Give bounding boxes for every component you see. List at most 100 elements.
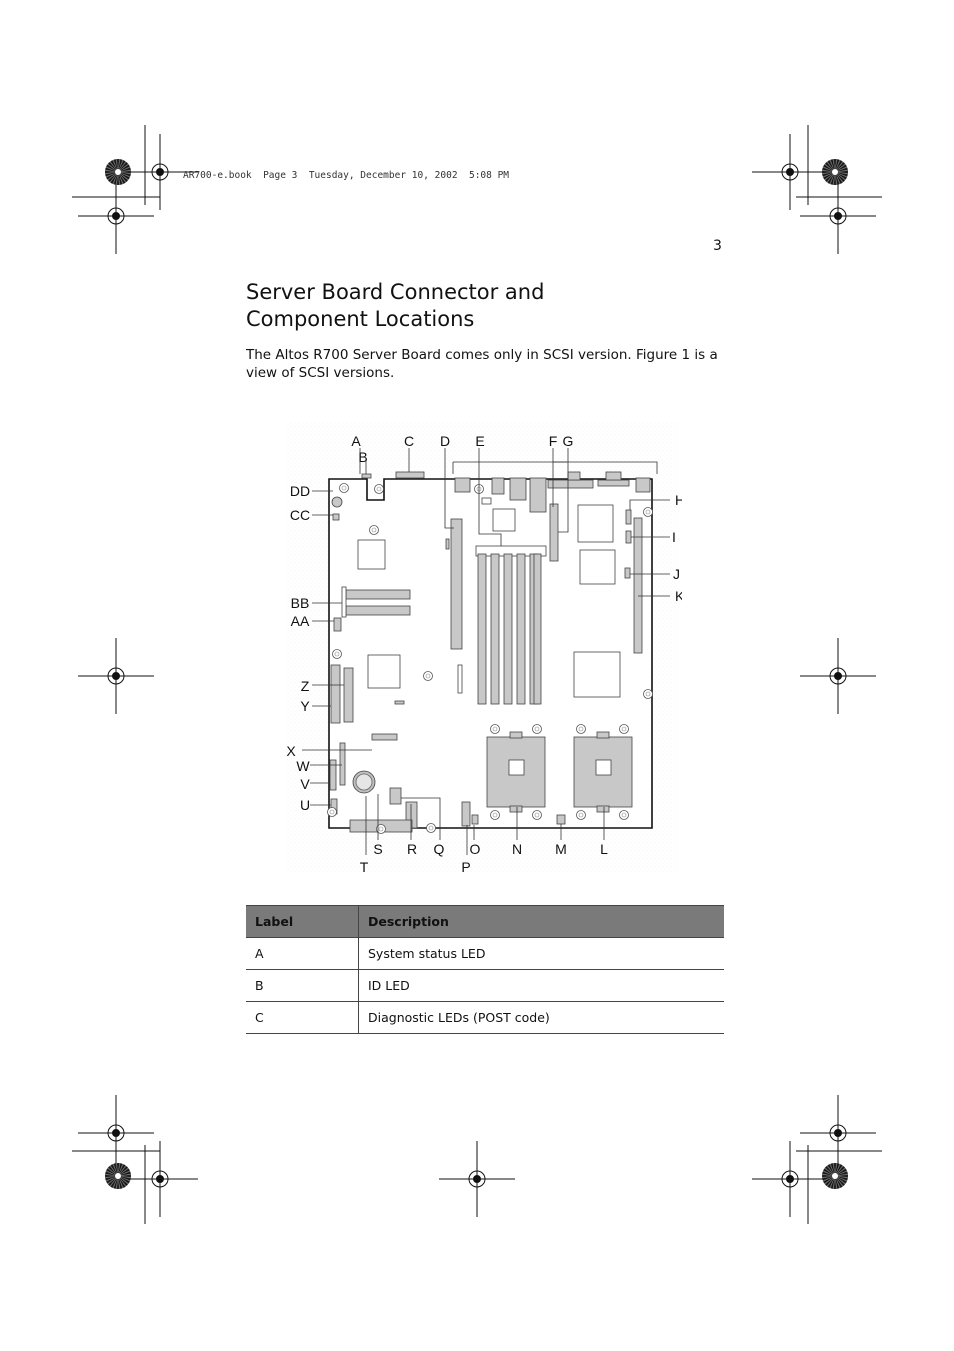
dimm-slot [503,553,513,705]
row-description: ID LED [358,969,724,1002]
cpu-socket-1 [486,736,546,808]
header-w [339,742,346,786]
table-header-row: Label Description [246,905,724,938]
cpu-latch [596,805,610,813]
slot-bracket [341,586,347,618]
callout-k: K [675,588,682,604]
crosshair-mark [800,1095,876,1171]
crosshair-mark [752,134,828,210]
mounting-hole [376,824,386,834]
section-title: Server Board Connector and Component Loc… [246,279,666,333]
mounting-hole-inner [425,673,431,679]
pci-riser-slot [345,605,411,616]
chip [357,539,386,570]
io-connector [529,477,547,513]
header-h [625,509,632,525]
starburst-mark [822,159,848,185]
callout-j: J [673,566,680,582]
mounting-hole-inner [621,726,627,732]
crosshair-mark [78,638,154,714]
table-row: C Diagnostic LEDs (POST code) [246,1001,724,1034]
io-connector [567,471,581,481]
mounting-hole-inner [376,486,382,492]
video-connector [597,479,630,487]
mounting-hole [619,810,629,820]
chip [492,508,516,532]
callout-g: G [563,433,574,449]
mounting-hole-inner [645,509,651,515]
crosshair-mark [800,178,876,254]
row-label: C [246,1001,359,1034]
io-connector [605,471,622,481]
mounting-hole-inner [378,826,384,832]
callout-c: C [404,433,414,449]
serial-connector [547,479,594,489]
header-p [461,801,471,827]
mounting-hole [327,807,337,817]
header [457,664,463,694]
callout-a: A [351,433,361,449]
jumper [394,700,405,705]
chip [573,651,621,698]
leader-line [629,499,670,510]
mounting-hole-inner [334,651,340,657]
column-header-description: Description [358,905,724,938]
cpu-die [508,759,525,776]
section-title-line1: Server Board Connector and [246,280,545,304]
dimm-slot [516,553,526,705]
cpu-latch [596,731,610,739]
led-header [361,473,372,479]
header-m [556,814,566,825]
mounting-hole-inner [578,726,584,732]
mounting-hole [619,724,629,734]
leader-line [453,461,658,474]
callout-o: O [470,841,481,857]
header-x [371,733,398,741]
mounting-hole-inner [621,812,627,818]
callout-w: W [296,758,310,774]
callout-d: D [440,433,450,449]
callout-z: Z [301,678,310,694]
callout-v: V [300,776,310,792]
callout-n: N [512,841,522,857]
mounting-hole [490,724,500,734]
mounting-hole [532,810,542,820]
mounting-hole [339,483,349,493]
header-q [389,787,402,805]
header-i [625,530,632,544]
mounting-hole-inner [534,812,540,818]
callout-i: I [672,529,676,545]
callout-bb: BB [291,595,310,611]
ide-connector [330,664,341,724]
callout-b: B [358,449,367,465]
callout-m: M [555,841,567,857]
table-row: B ID LED [246,969,724,1002]
floppy-connector [343,667,354,723]
callout-q: Q [434,841,445,857]
header-aa [333,617,342,632]
intro-paragraph: The Altos R700 Server Board comes only i… [246,347,718,381]
battery-inner [355,773,373,791]
crosshair-mark [439,1141,515,1217]
callout-cc: CC [290,507,310,523]
section-title-line2: Component Locations [246,307,475,331]
dimm-slot [490,553,500,705]
mounting-hole-inner [578,812,584,818]
mounting-hole [576,810,586,820]
callout-x: X [286,743,296,759]
header-j [624,567,631,579]
component-legend-table: Label Description A System status LED B … [246,905,724,1034]
callout-dd: DD [290,483,310,499]
mounting-hole [532,724,542,734]
callout-y: Y [300,698,310,714]
cpu-latch [509,805,523,813]
small-header [332,513,340,521]
leader-line [478,448,502,546]
row-description: System status LED [358,937,724,970]
leader-line [444,448,454,529]
jumper [445,538,450,550]
mounting-hole-inner [492,812,498,818]
callout-r: R [407,841,417,857]
board-outline [328,478,653,829]
